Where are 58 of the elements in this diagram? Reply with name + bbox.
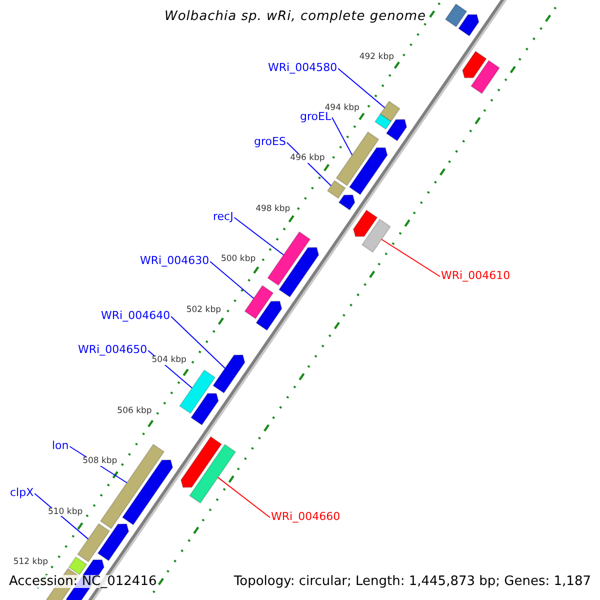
gene-feature	[266, 231, 311, 286]
gene-feature	[100, 444, 165, 530]
scale-label: 498 kbp	[256, 204, 290, 213]
leader-line	[338, 68, 386, 108]
scale-label: 510 kbp	[48, 508, 83, 516]
gene-feature	[190, 392, 219, 426]
scale-label: 500 kbp	[220, 255, 256, 264]
leader-line	[217, 476, 270, 518]
gene-feature	[352, 209, 378, 237]
gene-feature	[444, 3, 468, 28]
gene-label: groES	[254, 136, 286, 147]
scale-label: 504 kbp	[152, 356, 186, 364]
gene-feature	[76, 523, 110, 562]
scale-label: 502 kbp	[186, 306, 221, 314]
gene-feature	[97, 524, 130, 562]
leader-line	[170, 316, 226, 369]
gene-feature	[462, 50, 487, 78]
gene-feature	[188, 444, 236, 504]
scale-label: 496 kbp	[290, 154, 325, 162]
gene-label: clpX	[10, 487, 34, 498]
gene-feature	[336, 131, 380, 186]
gene-feature	[122, 460, 174, 526]
gene-label: WRi_004610	[441, 270, 510, 281]
gene-label: groEL	[300, 111, 332, 122]
leader-line	[381, 238, 440, 277]
gene-feature	[374, 113, 392, 130]
gene-label: WRi_004640	[101, 310, 170, 321]
gene-feature	[348, 147, 388, 196]
gene-label: WRi_004660	[271, 511, 340, 522]
gene-feature	[256, 300, 282, 331]
gene-feature	[386, 119, 408, 142]
gene-feature	[244, 284, 274, 320]
gene-label: recJ	[213, 211, 234, 222]
genome-stats-text: Topology: circular; Length: 1,445,873 bp; Genes: 1,187	[234, 575, 591, 588]
gene-feature	[470, 60, 500, 94]
gene-feature	[326, 180, 346, 199]
gene-label: WRi_004650	[78, 344, 148, 355]
gene-label: lon	[52, 440, 69, 451]
scale-label: 506 kbp	[117, 406, 152, 415]
gene-feature	[380, 100, 400, 122]
scale-label: 512 kbp	[13, 558, 48, 566]
gene-feature	[212, 354, 246, 394]
gene-feature	[458, 14, 480, 37]
gene-feature	[180, 436, 222, 488]
gene-feature	[179, 369, 216, 414]
leader-line	[234, 217, 284, 256]
gene-label: WRi_004630	[140, 255, 210, 266]
gene-feature	[361, 218, 392, 253]
gene-feature	[278, 247, 320, 298]
genome-title: Wolbachia sp. wRi, complete genome	[164, 10, 426, 23]
gene-label: WRi_004580	[268, 62, 338, 73]
leader-line	[210, 261, 254, 299]
gene-feature	[338, 194, 356, 211]
scale-label: 494 kbp	[324, 104, 360, 112]
scale-label: 492 kbp	[359, 53, 394, 62]
leader-line	[332, 117, 353, 156]
scale-label: 508 kbp	[82, 457, 118, 466]
accession-text: Accession: NC_012416	[9, 575, 157, 588]
